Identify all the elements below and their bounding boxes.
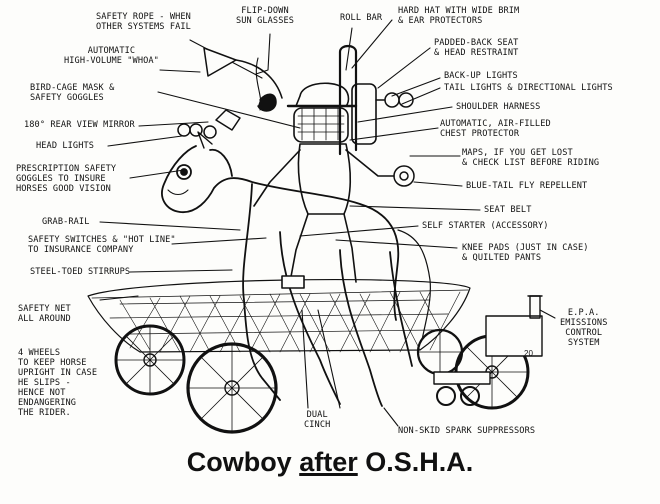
rear-left-wheel bbox=[416, 328, 464, 376]
label-spark-suppressors: NON-SKID SPARK SUPPRESSORS bbox=[398, 426, 536, 436]
label-roll-bar: ROLL BAR bbox=[340, 13, 383, 23]
label-fly-repellent: BLUE-TAIL FLY REPELLENT bbox=[466, 181, 588, 191]
label-safety-net: SAFETY NET ALL AROUND bbox=[18, 304, 71, 324]
horse bbox=[161, 131, 431, 407]
label-steel-toed-stirrups: STEEL-TOED STIRRUPS bbox=[30, 267, 131, 277]
label-shoulder-harness: SHOULDER HARNESS bbox=[456, 102, 541, 112]
label-padded-back-seat: PADDED-BACK SEAT & HEAD RESTRAINT bbox=[434, 38, 519, 58]
engine-plate: 20 bbox=[524, 349, 533, 358]
front-right-wheel bbox=[186, 342, 278, 434]
title-before: Cowboy bbox=[186, 447, 292, 477]
mirror-and-headlights bbox=[177, 109, 241, 139]
label-flip-down-sunglasses: FLIP-DOWN SUN GLASSES bbox=[236, 6, 295, 26]
label-prescription-goggles: PRESCRIPTION SAFETY GOGGLES TO INSURE HO… bbox=[16, 164, 117, 194]
label-back-up-lights: BACK-UP LIGHTS bbox=[444, 71, 518, 81]
epa-cart bbox=[433, 295, 543, 406]
label-safety-rope: SAFETY ROPE - WHEN OTHER SYSTEMS FAIL bbox=[96, 12, 191, 32]
leader-lines bbox=[99, 19, 556, 427]
label-hard-hat: HARD HAT WITH WIDE BRIM & EAR PROTECTORS bbox=[398, 6, 520, 26]
label-tail-lights: TAIL LIGHTS & DIRECTIONAL LIGHTS bbox=[444, 83, 613, 93]
rider bbox=[253, 82, 395, 289]
label-chest-protector: AUTOMATIC, AIR-FILLED CHEST PROTECTOR bbox=[440, 119, 551, 139]
label-safety-switches: SAFETY SWITCHES & "HOT LINE" TO INSURANC… bbox=[28, 235, 176, 255]
title-emphasis: after bbox=[299, 447, 358, 477]
label-maps: MAPS, IF YOU GET LOST & CHECK LIST BEFOR… bbox=[462, 148, 600, 168]
label-bird-cage-mask: BIRD-CAGE MASK & SAFETY GOGGLES bbox=[30, 83, 115, 103]
label-seat-belt: SEAT BELT bbox=[484, 205, 532, 215]
title-after: O.S.H.A. bbox=[365, 447, 474, 477]
label-self-starter: SELF STARTER (ACCESSORY) bbox=[422, 221, 549, 231]
lights bbox=[375, 92, 415, 187]
label-dual-cinch: DUAL CINCH bbox=[304, 410, 331, 430]
safety-net bbox=[87, 278, 471, 353]
rope-and-horn bbox=[203, 47, 283, 112]
label-automatic-whoa: AUTOMATIC HIGH-VOLUME "WHOA" bbox=[64, 46, 159, 66]
front-left-wheel bbox=[114, 324, 186, 396]
label-grab-rail: GRAB-RAIL bbox=[42, 217, 90, 227]
label-knee-pads: KNEE PADS (JUST IN CASE) & QUILTED PANTS bbox=[462, 243, 589, 263]
label-epa-system: E.P.A. EMISSIONS CONTROL SYSTEM bbox=[560, 308, 608, 348]
diagram-title: Cowboy after O.S.H.A. bbox=[0, 447, 660, 478]
label-four-wheels: 4 WHEELS TO KEEP HORSE UPRIGHT IN CASE H… bbox=[18, 348, 98, 418]
roll-bar bbox=[338, 44, 377, 156]
label-head-lights: HEAD LIGHTS bbox=[36, 141, 95, 151]
label-rear-view-mirror: 180° REAR VIEW MIRROR bbox=[24, 120, 135, 130]
